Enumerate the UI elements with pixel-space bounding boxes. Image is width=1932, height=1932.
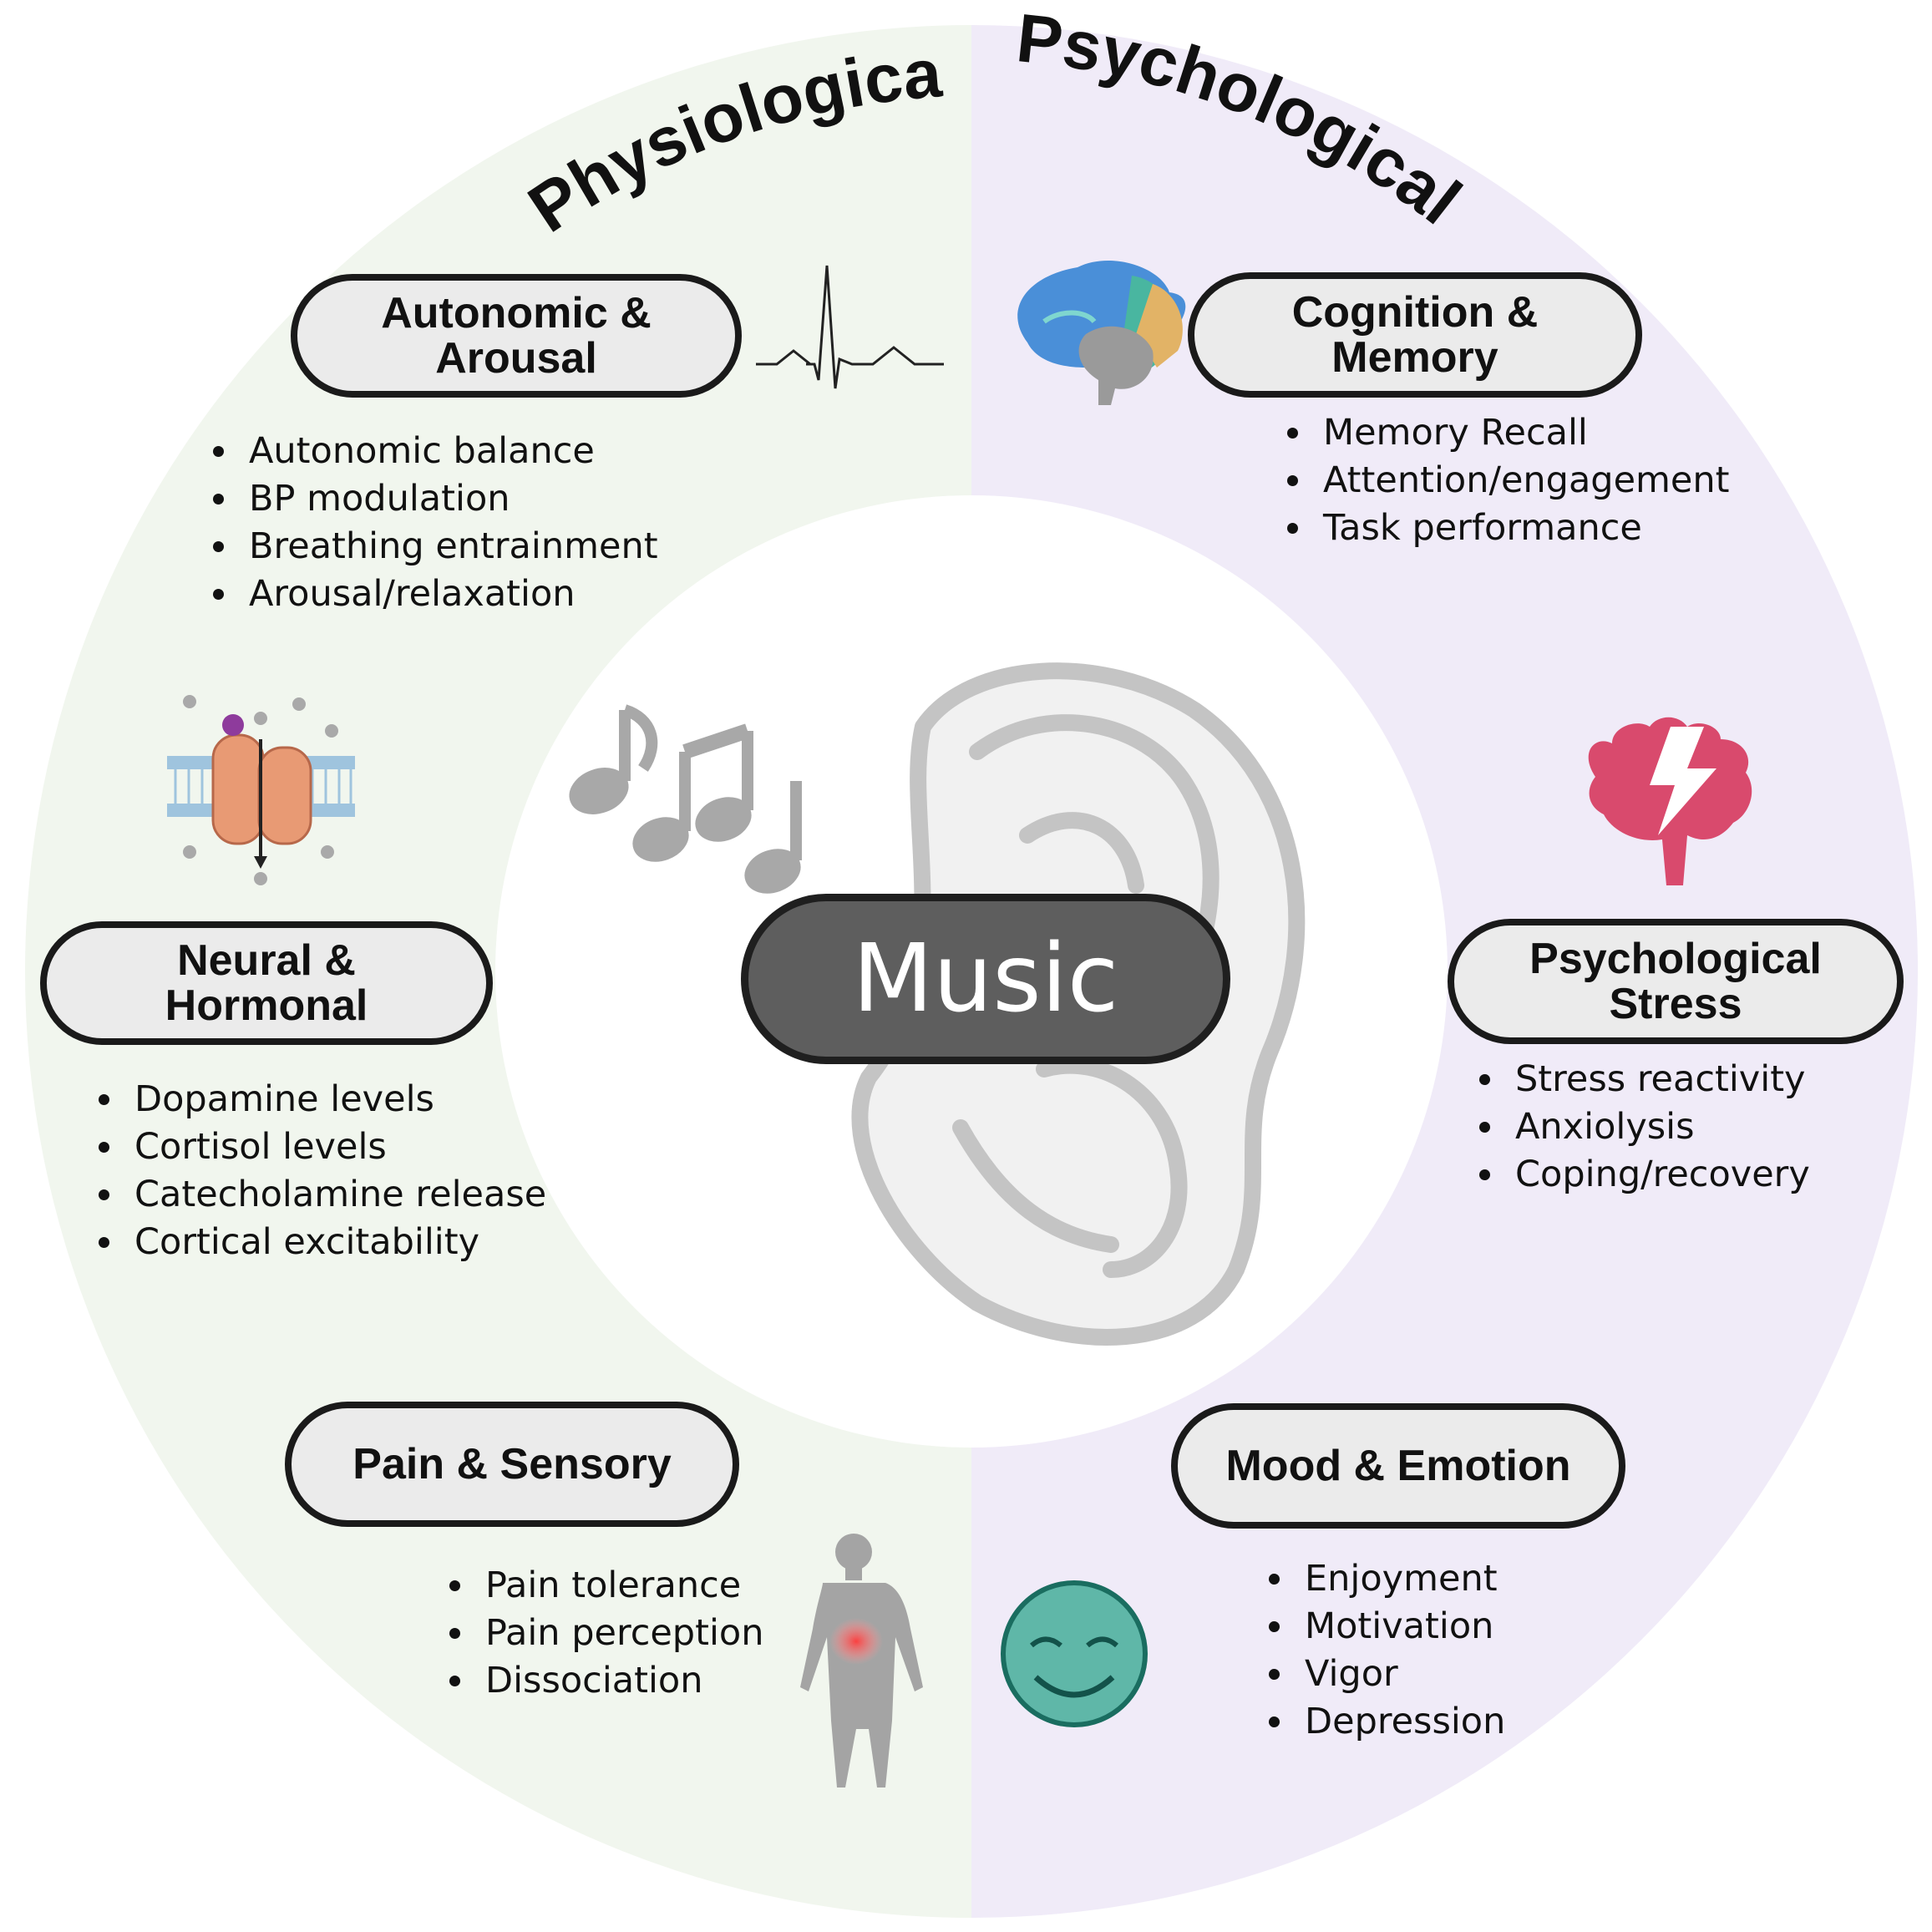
smiley-face-icon — [1001, 1580, 1148, 1727]
ecg-trace-icon — [756, 265, 944, 389]
list-item: Autonomic balance — [241, 428, 658, 475]
list-item: Coping/recovery — [1507, 1151, 1810, 1199]
list-item: BP modulation — [241, 475, 658, 523]
list-item: Dissociation — [477, 1657, 763, 1705]
music-notes-icon — [569, 704, 802, 894]
psychological-stress-pill: Psychological Stress — [1448, 919, 1904, 1044]
mood-emotion-list: Enjoyment Motivation Vigor Depression — [1250, 1555, 1505, 1746]
neural-hormonal-list: Dopamine levels Cortisol levels Catechol… — [79, 1076, 546, 1266]
cognition-memory-list: Memory Recall Attention/engagement Task … — [1268, 409, 1730, 552]
list-item: Anxiolysis — [1507, 1103, 1810, 1151]
list-item: Memory Recall — [1315, 409, 1730, 457]
autonomic-arousal-list: Autonomic balance BP modulation Breathin… — [194, 428, 658, 618]
list-item: Cortisol levels — [126, 1123, 546, 1171]
body-pain-icon — [800, 1534, 923, 1787]
membrane-channel-icon — [167, 695, 355, 885]
list-item: Pain perception — [477, 1610, 763, 1657]
list-item: Breathing entrainment — [241, 523, 658, 570]
list-item: Stress reactivity — [1507, 1056, 1810, 1103]
list-item: Arousal/relaxation — [241, 570, 658, 618]
list-item: Dopamine levels — [126, 1076, 546, 1123]
neural-hormonal-pill: Neural & Hormonal — [40, 921, 493, 1045]
psychological-stress-list: Stress reactivity Anxiolysis Coping/reco… — [1460, 1056, 1810, 1199]
pain-sensory-pill: Pain & Sensory — [285, 1402, 739, 1527]
autonomic-arousal-pill: Autonomic & Arousal — [291, 274, 742, 398]
pain-sensory-list: Pain tolerance Pain perception Dissociat… — [430, 1562, 763, 1705]
list-item: Catecholamine release — [126, 1171, 546, 1219]
list-item: Motivation — [1296, 1603, 1505, 1651]
list-item: Enjoyment — [1296, 1555, 1505, 1603]
neural-hormonal-title: Neural & Hormonal — [165, 936, 368, 1030]
cognition-memory-title: Cognition & Memory — [1291, 288, 1539, 382]
list-item: Depression — [1296, 1698, 1505, 1746]
list-item: Attention/engagement — [1315, 457, 1730, 505]
stressed-brain-icon — [1588, 717, 1752, 885]
music-center-pill: Music — [741, 894, 1230, 1064]
mood-emotion-title: Mood & Emotion — [1225, 1442, 1571, 1490]
pain-sensory-title: Pain & Sensory — [352, 1440, 672, 1488]
list-item: Cortical excitability — [126, 1219, 546, 1266]
list-item: Pain tolerance — [477, 1562, 763, 1610]
autonomic-arousal-title: Autonomic & Arousal — [381, 289, 652, 383]
music-label: Music — [852, 925, 1119, 1033]
list-item: Vigor — [1296, 1651, 1505, 1698]
psychological-stress-title: Psychological Stress — [1529, 935, 1822, 1028]
mood-emotion-pill: Mood & Emotion — [1171, 1403, 1625, 1529]
cognition-memory-pill: Cognition & Memory — [1188, 272, 1642, 398]
list-item: Task performance — [1315, 505, 1730, 552]
brain-icon — [1017, 260, 1186, 405]
